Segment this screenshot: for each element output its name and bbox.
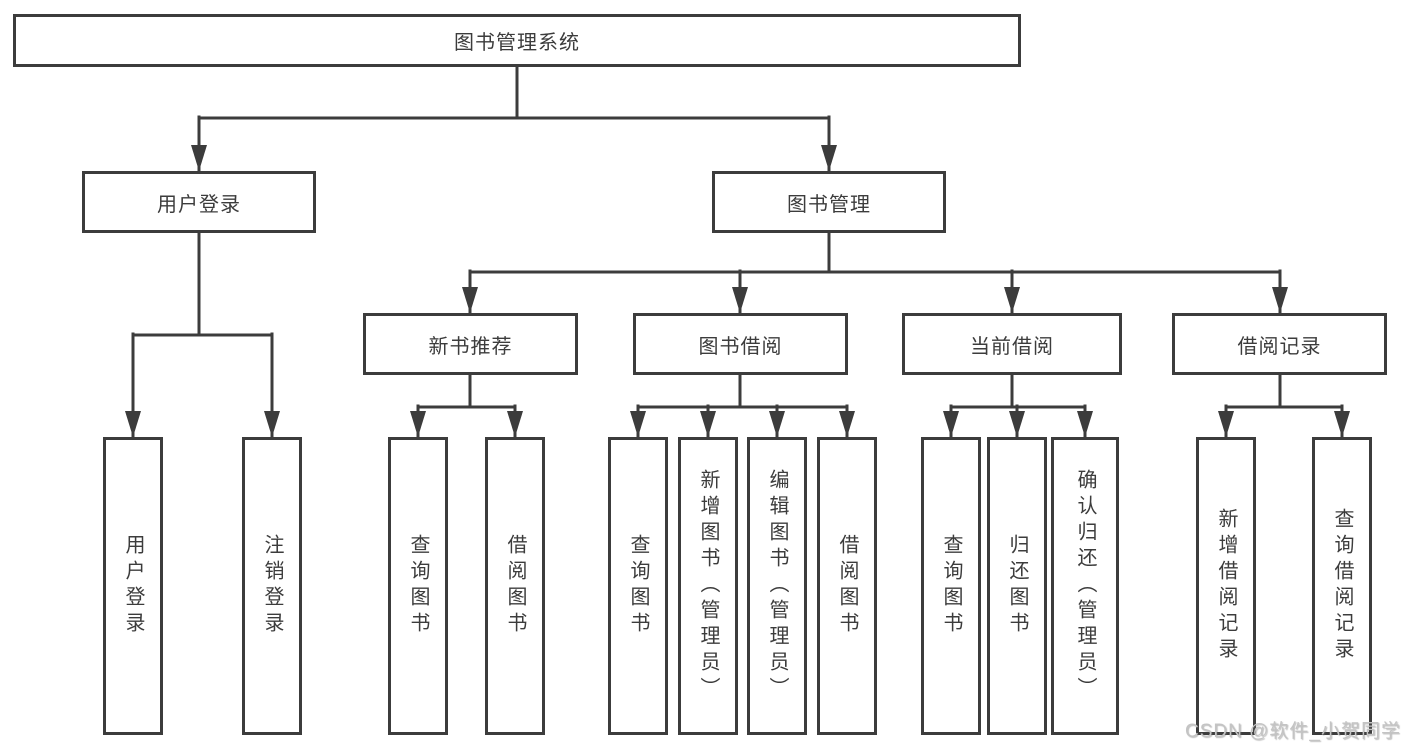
leaf-add-books-admin-label: 新增图书（管理员） — [697, 469, 719, 703]
leaf-query-borrow-record: 查询借阅记录 — [1312, 437, 1372, 735]
leaf-return-books: 归还图书 — [987, 437, 1047, 735]
leaf-borrow-books-1-label: 借阅图书 — [504, 534, 526, 638]
node-current-borrowing: 当前借阅 — [902, 313, 1122, 375]
leaf-confirm-return-admin-label: 确认归还（管理员） — [1074, 469, 1096, 703]
leaf-edit-books-admin-label: 编辑图书（管理员） — [766, 469, 788, 703]
leaf-edit-books-admin: 编辑图书（管理员） — [747, 437, 807, 735]
node-book-management: 图书管理 — [712, 171, 946, 233]
leaf-logout-label: 注销登录 — [261, 534, 283, 638]
leaf-add-borrow-record-label: 新增借阅记录 — [1215, 508, 1237, 664]
leaf-borrow-books-2: 借阅图书 — [817, 437, 877, 735]
leaf-query-books-2-label: 查询图书 — [627, 534, 649, 638]
leaf-borrow-books-2-label: 借阅图书 — [836, 534, 858, 638]
leaf-query-books-2: 查询图书 — [608, 437, 668, 735]
leaf-query-books-3-label: 查询图书 — [940, 534, 962, 638]
leaf-query-books-1-label: 查询图书 — [407, 534, 429, 638]
leaf-add-borrow-record: 新增借阅记录 — [1196, 437, 1256, 735]
leaf-query-books-1: 查询图书 — [388, 437, 448, 735]
node-book-borrowing: 图书借阅 — [633, 313, 848, 375]
node-user-login: 用户登录 — [82, 171, 316, 233]
leaf-query-books-3: 查询图书 — [921, 437, 981, 735]
node-borrowing-records: 借阅记录 — [1172, 313, 1387, 375]
csdn-watermark: CSDN @软件_小贺同学 — [1185, 721, 1401, 742]
leaf-user-login-label: 用户登录 — [122, 534, 144, 638]
leaf-query-borrow-record-label: 查询借阅记录 — [1331, 508, 1353, 664]
node-library-management-system: 图书管理系统 — [13, 14, 1021, 67]
leaf-logout: 注销登录 — [242, 437, 302, 735]
leaf-add-books-admin: 新增图书（管理员） — [678, 437, 738, 735]
node-new-book-recommend: 新书推荐 — [363, 313, 578, 375]
leaf-return-books-label: 归还图书 — [1006, 534, 1028, 638]
leaf-user-login: 用户登录 — [103, 437, 163, 735]
leaf-borrow-books-1: 借阅图书 — [485, 437, 545, 735]
leaf-confirm-return-admin: 确认归还（管理员） — [1051, 437, 1119, 735]
